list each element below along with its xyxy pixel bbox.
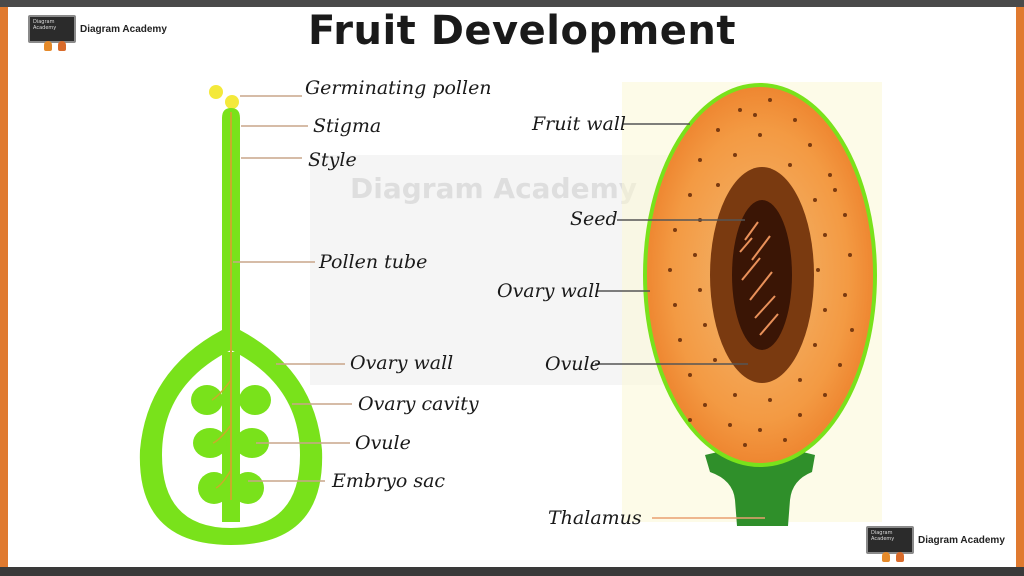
label-style: Style: [308, 149, 357, 171]
fruit-dots: [668, 98, 854, 447]
watermark-text: Diagram Academy: [350, 172, 638, 205]
label-pollen-tube: Pollen tube: [318, 251, 427, 273]
bottom-bar: [0, 567, 1024, 576]
student-icon: [58, 41, 66, 51]
label-stigma: Stigma: [313, 115, 381, 137]
label-thalamus: Thalamus: [548, 507, 642, 529]
right-border: [1016, 0, 1024, 576]
label-ovule: Ovule: [355, 432, 411, 454]
fruit-diagram: Fruit wall Seed Ovary wall Ovule Thalamu…: [497, 82, 882, 529]
seed-shape: [732, 200, 792, 350]
chalkboard-icon: Diagram Academy: [866, 526, 914, 554]
label-fruit-ovary-wall: Ovary wall: [497, 280, 600, 302]
page-title: Fruit Development: [308, 8, 736, 54]
label-embryo-sac: Embryo sac: [331, 470, 445, 492]
top-bar: [0, 0, 1024, 7]
brand-name: Diagram Academy: [918, 534, 1005, 546]
left-border: [0, 0, 8, 576]
label-germinating-pollen: Germinating pollen: [305, 77, 492, 99]
label-ovary-wall: Ovary wall: [350, 352, 453, 374]
chalkboard-icon: Diagram Academy: [28, 15, 76, 43]
watermark-panel: [310, 155, 680, 385]
label-fruit-ovule: Ovule: [545, 353, 601, 375]
brand-name: Diagram Academy: [80, 23, 167, 35]
ovules: [191, 385, 271, 504]
label-ovary-cavity: Ovary cavity: [358, 393, 479, 415]
thalamus-shape: [705, 447, 815, 526]
pollen-grain: [225, 95, 239, 109]
fruit-leader-lines: [595, 123, 765, 519]
pollen-grain: [209, 85, 223, 99]
pistil-diagram: Germinating pollen Stigma Style Pollen t…: [139, 77, 492, 545]
student-icon: [896, 552, 904, 562]
pollen-tube-branches: [211, 379, 232, 489]
brand-logo-bottom: Diagram Academy Diagram Academy: [866, 526, 1005, 562]
student-icon: [882, 552, 890, 562]
student-icon: [44, 41, 52, 51]
label-seed: Seed: [570, 208, 618, 230]
pistil-leader-lines: [233, 95, 352, 482]
label-fruit-wall: Fruit wall: [531, 113, 626, 135]
brand-logo-top: Diagram Academy Diagram Academy: [28, 15, 167, 51]
seed-streaks: [739, 221, 779, 336]
